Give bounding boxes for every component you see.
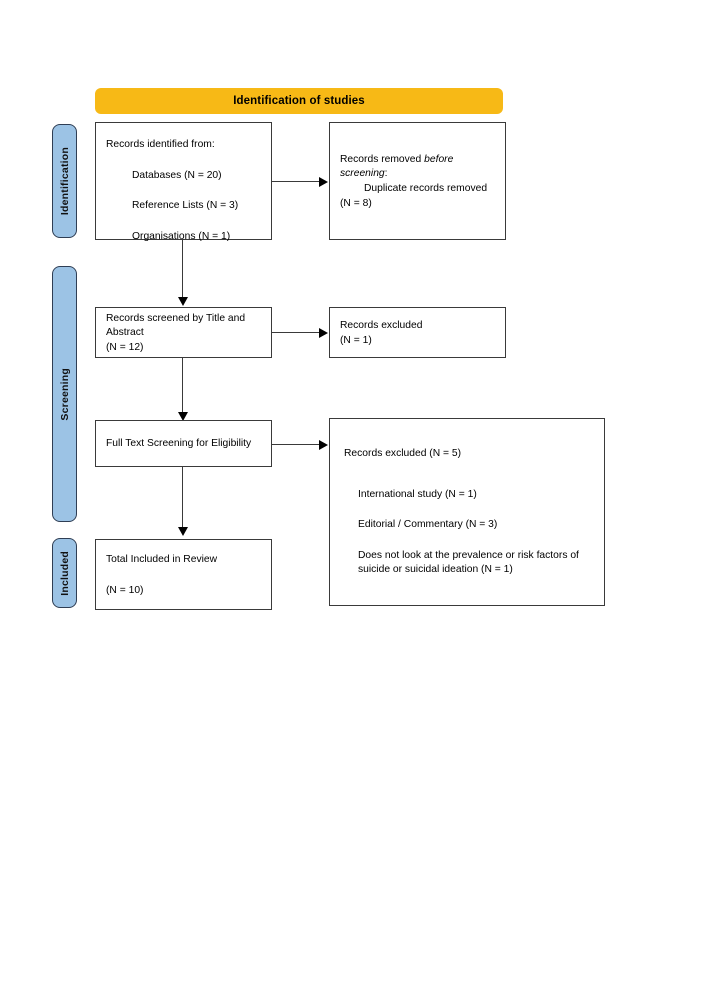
records-excluded-reason-prevalence-line-1: Does not look at the prevalence or risk … bbox=[358, 549, 579, 561]
records-excluded-screening-count: (N = 1) bbox=[340, 334, 372, 346]
records-removed-before-italic: before bbox=[424, 153, 454, 165]
box-records-excluded-screening: Records excluded (N = 1) bbox=[329, 307, 506, 358]
records-removed-colon: : bbox=[384, 168, 388, 180]
arrowhead-identified-to-screened bbox=[177, 297, 188, 306]
full-text-screening-label: Full Text Screening for Eligibility bbox=[106, 438, 252, 450]
box-records-removed: Records removed before screening: Duplic… bbox=[329, 122, 506, 240]
records-removed-screening-italic: screening bbox=[340, 168, 385, 180]
records-removed-lead: Records removed bbox=[340, 153, 425, 165]
connector-screened-to-excluded bbox=[272, 332, 320, 334]
identification-banner: Identification of studies bbox=[95, 88, 503, 114]
records-screened-line-2: Abstract bbox=[106, 327, 144, 339]
stage-bar-identification: Identification bbox=[52, 124, 77, 238]
total-included-label: Total Included in Review bbox=[106, 554, 218, 565]
identification-banner-label: Identification of studies bbox=[233, 95, 365, 107]
stage-label-identification: Identification bbox=[58, 146, 71, 216]
box-total-included: Total Included in Review (N = 10) bbox=[95, 539, 272, 610]
records-identified-item-organisations: Organisations (N = 1) bbox=[132, 230, 231, 242]
arrowhead-screened-to-excluded bbox=[319, 327, 328, 338]
box-full-text-screening: Full Text Screening for Eligibility bbox=[95, 420, 272, 467]
arrowhead-fulltext-to-included bbox=[177, 527, 188, 536]
box-records-screened: Records screened by Title and Abstract (… bbox=[95, 307, 272, 358]
records-identified-item-databases: Databases (N = 20) bbox=[132, 169, 222, 181]
connector-fulltext-to-excluded bbox=[272, 444, 320, 446]
total-included-count: (N = 10) bbox=[106, 584, 144, 596]
arrowhead-identified-to-removed bbox=[319, 176, 328, 187]
connector-fulltext-to-included bbox=[182, 467, 184, 532]
records-removed-count: (N = 8) bbox=[340, 197, 372, 209]
arrowhead-fulltext-to-excluded bbox=[319, 439, 328, 450]
stage-bar-screening: Screening bbox=[52, 266, 77, 522]
records-excluded-reason-editorial: Editorial / Commentary (N = 3) bbox=[358, 519, 498, 531]
records-removed-line-1: Records removed before bbox=[340, 153, 495, 168]
records-excluded-reason-international: International study (N = 1) bbox=[358, 488, 477, 500]
records-excluded-eligibility-heading: Records excluded (N = 5) bbox=[344, 448, 462, 459]
records-removed-line-2: screening: bbox=[340, 167, 495, 182]
connector-identified-to-removed bbox=[272, 181, 320, 183]
records-identified-item-reference-lists: Reference Lists (N = 3) bbox=[132, 200, 239, 212]
arrowhead-screened-to-fulltext bbox=[177, 412, 188, 421]
stage-label-screening: Screening bbox=[58, 367, 71, 421]
connector-screened-to-fulltext bbox=[182, 358, 184, 418]
records-excluded-reason-prevalence-line-2: suicide or suicidal ideation (N = 1) bbox=[358, 564, 513, 576]
stage-label-included: Included bbox=[58, 550, 71, 596]
connector-identified-to-screened bbox=[182, 240, 184, 300]
records-screened-line-1: Records screened by Title and bbox=[106, 312, 246, 324]
records-identified-heading: Records identified from: bbox=[106, 139, 215, 150]
records-excluded-screening-line-1: Records excluded bbox=[340, 319, 423, 331]
box-records-identified: Records identified from: Databases (N = … bbox=[95, 122, 272, 242]
box-records-excluded-eligibility: Records excluded (N = 5) International s… bbox=[329, 418, 605, 606]
records-removed-item: Duplicate records removed bbox=[364, 183, 488, 194]
stage-bar-included: Included bbox=[52, 538, 77, 608]
records-screened-count: (N = 12) bbox=[106, 341, 144, 353]
